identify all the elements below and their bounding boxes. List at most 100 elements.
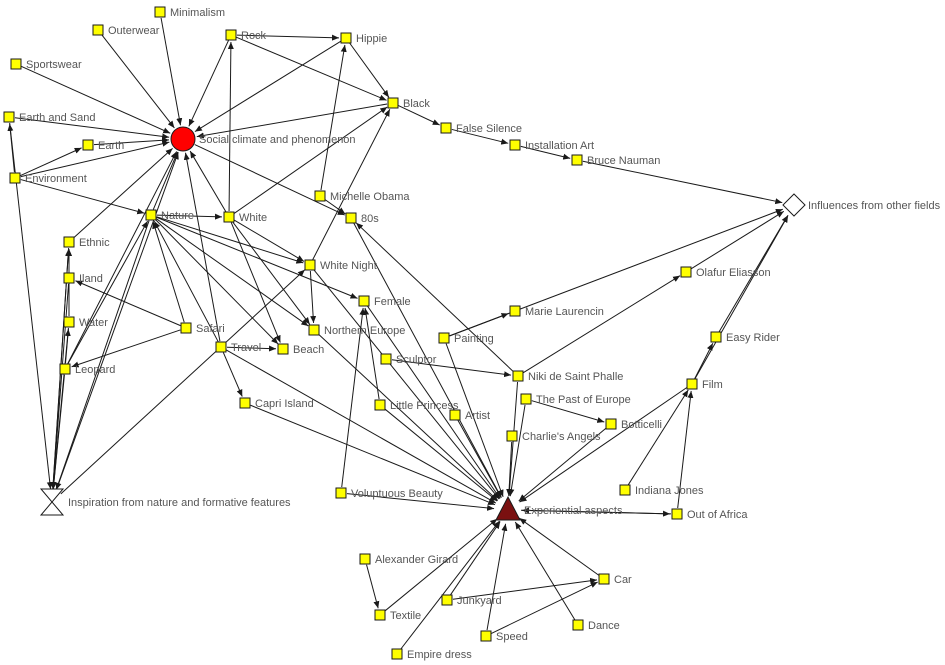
node-niki: Niki de Saint Phalle (512, 370, 623, 383)
square-node-icon (710, 331, 722, 343)
edge-littleprincess-to-female (363, 307, 380, 400)
square-node-icon (619, 484, 631, 496)
node-eliasson: Olafur Eliasson (680, 266, 771, 279)
edge-junkyard-to-experiential (449, 521, 501, 596)
edge-safari-to-nature (152, 221, 185, 323)
node-influences: Influences from other fields (782, 193, 941, 217)
node-label-environment: Environment (25, 173, 87, 185)
edges-layer (7, 17, 789, 650)
square-node-icon (59, 363, 71, 375)
node-label-female: Female (374, 296, 411, 308)
node-label-outofafrica: Out of Africa (687, 509, 748, 521)
node-label-artist: Artist (465, 410, 490, 422)
node-label-dance: Dance (588, 620, 620, 632)
square-node-icon (671, 508, 683, 520)
node-charlies: Charlie's Angels (506, 430, 601, 443)
node-artist: Artist (449, 409, 490, 422)
node-label-botticelli: Botticelli (621, 419, 662, 431)
square-node-icon (358, 295, 370, 307)
edge-outofafrica-to-film (677, 390, 694, 509)
triangle-icon (495, 495, 521, 521)
square-node-icon (340, 32, 352, 44)
square-node-icon (605, 418, 617, 430)
edge-charlies-to-experiential (506, 441, 513, 497)
diamond-icon (782, 193, 806, 217)
edge-girard-to-textile (366, 564, 380, 609)
square-node-icon (449, 409, 461, 421)
square-node-icon (686, 378, 698, 390)
square-node-icon (438, 332, 450, 344)
node-label-inspiration: Inspiration from nature and formative fe… (68, 497, 291, 509)
edge-minimalism-to-social (160, 17, 183, 126)
node-earthsand: Earth and Sand (3, 111, 95, 124)
edge-niki-to-eliasson (522, 275, 681, 374)
square-node-icon (509, 139, 521, 151)
square-node-icon (92, 24, 104, 36)
node-junkyard: Junkyard (441, 594, 502, 607)
node-indiana: Indiana Jones (619, 484, 704, 497)
edge-nature-to-white (156, 213, 223, 220)
node-label-easyrider: Easy Rider (726, 332, 780, 344)
node-experiential: Experiential aspects (495, 495, 623, 521)
node-label-rock: Rock (241, 30, 267, 42)
edge-rock-to-black (236, 36, 387, 101)
square-node-icon (572, 619, 584, 631)
edge-textile-to-experiential (384, 518, 498, 612)
edge-dance-to-experiential (514, 521, 576, 621)
node-voluptuous: Voluptuous Beauty (335, 487, 443, 500)
node-island: Iland (63, 272, 103, 285)
square-node-icon (145, 209, 157, 221)
square-node-icon (480, 630, 492, 642)
node-label-indiana: Indiana Jones (635, 485, 704, 497)
edge-littleprincess-to-experiential (384, 408, 498, 502)
edge-white-to-social (189, 150, 227, 213)
node-northeurope: Northern Europe (308, 324, 405, 337)
edge-botticelli-to-experiential (518, 427, 607, 502)
node-textile: Textile (374, 609, 421, 622)
node-label-island: Iland (79, 273, 103, 285)
node-label-eliasson: Olafur Eliasson (696, 267, 771, 279)
node-black: Black (387, 97, 430, 110)
node-label-film: Film (702, 379, 723, 391)
edge-outerwear-to-social (101, 34, 175, 129)
node-label-littleprincess: Little Princess (390, 400, 459, 412)
edge-whitenight-to-experiential (313, 269, 500, 500)
node-label-leopard: Leopard (75, 364, 115, 376)
node-botticelli: Botticelli (605, 418, 662, 431)
square-node-icon (506, 430, 518, 442)
edge-falsesilence-to-installation (451, 128, 509, 145)
edge-hippie-to-social (194, 40, 342, 133)
edge-earthsand-to-social (14, 117, 170, 140)
square-node-icon (380, 353, 392, 365)
edge-nature-to-northeurope (155, 218, 309, 327)
edge-junkyard-to-car (452, 577, 598, 600)
node-safari: Safari (180, 322, 225, 335)
node-falsesilence: False Silence (440, 122, 522, 135)
node-label-girard: Alexander Girard (375, 554, 458, 566)
edge-black-to-social (196, 103, 388, 139)
edge-sportswear-to-social (21, 66, 171, 134)
edge-painting-to-experiential (445, 343, 504, 498)
edge-environment-to-nature (20, 179, 145, 215)
node-label-eighties: 80s (361, 213, 379, 225)
edge-pasteurope-to-botticelli (531, 400, 605, 423)
square-node-icon (345, 212, 357, 224)
square-node-icon (387, 97, 399, 109)
node-empire: Empire dress (391, 648, 472, 661)
edge-nature-to-beach (154, 218, 279, 345)
node-label-laurencin: Marie Laurencin (525, 306, 604, 318)
edge-travel-to-social (183, 152, 221, 342)
node-earth: Earth (82, 139, 124, 152)
node-label-outerwear: Outerwear (108, 25, 160, 37)
square-node-icon (509, 305, 521, 317)
node-label-niki: Niki de Saint Phalle (528, 371, 623, 383)
square-node-icon (359, 553, 371, 565)
node-leopard: Leopard (59, 363, 115, 376)
edge-empire-to-experiential (400, 520, 500, 650)
node-pasteurope: The Past of Europe (520, 393, 631, 406)
red-circle-icon (170, 126, 196, 152)
square-node-icon (223, 211, 235, 223)
node-speed: Speed (480, 630, 528, 643)
edge-eliasson-to-influences (690, 210, 785, 270)
